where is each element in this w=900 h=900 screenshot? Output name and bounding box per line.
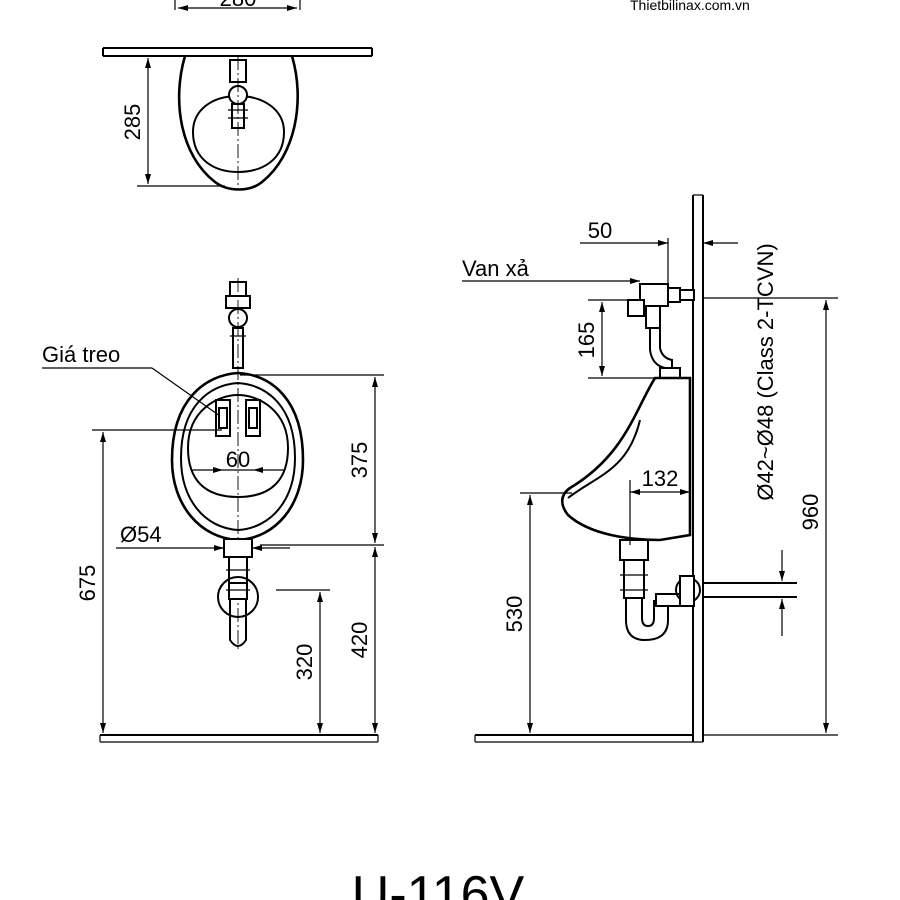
dim-front-height: 675: [75, 565, 100, 602]
watermark: Thietbilinax.com.vn: [630, 0, 750, 13]
label-pipe-spec: Ø42~Ø48 (Class 2-TCVN): [753, 243, 778, 500]
dim-wall-offset: 50: [588, 218, 612, 243]
dim-floor-to-outlet: 420: [347, 622, 372, 659]
top-view: 280 285: [102, 0, 373, 191]
label-hanger: Giá treo: [42, 342, 120, 367]
top-view-bowl-outer: [177, 55, 299, 191]
dim-outlet-diameter: Ø54: [120, 522, 162, 547]
dim-body-height: 375: [347, 442, 372, 479]
dim-top-width: 280: [220, 0, 257, 11]
side-view-urinal-body: [560, 376, 692, 542]
dim-valve-total-height: 960: [798, 494, 823, 531]
dim-hanger-spacing: 60: [226, 447, 250, 472]
model-title: U-116V: [352, 866, 525, 900]
dim-rim-height: 530: [502, 596, 527, 633]
front-view: Giá treo 60 Ø54 675 375 420 320: [42, 278, 384, 743]
dim-top-depth: 285: [120, 104, 145, 141]
side-view: 50 Van xả 165: [462, 194, 838, 743]
label-flush-valve: Van xả: [462, 256, 530, 281]
dim-floor-to-trap: 320: [292, 644, 317, 681]
dim-spigot-projection: 132: [642, 466, 679, 491]
dim-valve-height: 165: [574, 322, 599, 359]
